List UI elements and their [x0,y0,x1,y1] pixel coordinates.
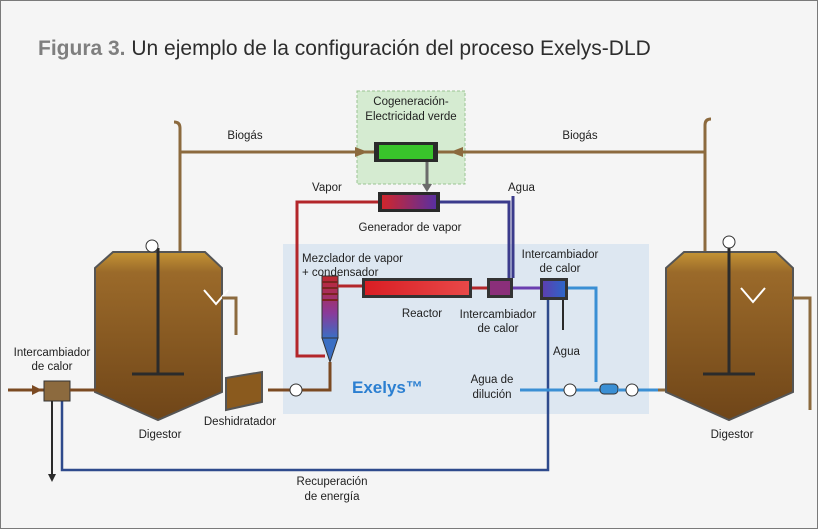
feed-valve-right [625,383,639,397]
hx-left-label-1: Intercambiador [14,347,91,359]
reactor-core [365,281,469,295]
hx-right-label-2: de calor [540,263,581,275]
digestor-left-label: Digestor [139,429,182,441]
gauge-left [145,239,159,253]
hx-right-outlet-pipe [568,286,598,382]
hx-center-core [490,281,510,295]
dilution-valve [563,383,577,397]
dewaterer [225,370,263,412]
sludge-valve [289,383,303,397]
exelys-label: Exelys™ [352,378,423,397]
recovery-label-2: de energía [305,491,361,503]
dewaterer-label: Deshidratador [204,416,276,428]
water-loop-pipe [440,200,511,278]
steam-generator-label: Generador de vapor [359,222,462,234]
mixer-coils [322,281,338,301]
raw-feed-arrow [32,385,42,395]
biogas-label-right: Biogás [562,130,597,142]
exelys-zone [283,244,649,414]
figure-title: Figura 3. Un ejemplo de la configuración… [38,37,651,61]
mixer-column [321,275,339,339]
energy-recovery-pipe [60,300,550,472]
hx-right-core [543,281,565,297]
hx-center-label-2: de calor [478,323,519,335]
gauge-right [722,235,736,249]
agua-right-label: Agua [553,346,580,358]
biogas-pipes [173,117,712,268]
digestor-left [94,239,229,422]
biogas-arrow-right [450,147,463,157]
sludge-to-mixer-pipe [268,362,332,392]
mixer-label-2: + condensador [302,267,379,279]
figure-caption: Un ejemplo de la configuración del proce… [131,37,651,60]
steam-generator-core [382,195,436,209]
hx-left [43,380,71,402]
cogeneration-core [379,145,433,159]
reactor-label: Reactor [402,308,442,320]
mixer-label-1: Mezclador de vapor [302,253,403,265]
recovery-label-1: Recuperación [297,476,368,488]
hx-right-label-1: Intercambiador [522,249,599,261]
digestor-right [665,235,794,422]
biogas-arrow-left [355,147,368,157]
vapor-label: Vapor [312,182,342,194]
drain-arrow-left [48,474,56,482]
biogas-label-left: Biogás [227,130,262,142]
digestor-right-outlet [793,296,812,410]
cogeneration-label-2: Electricidad verde [365,111,456,123]
dilution-label-2: dilución [473,389,512,401]
digestor-left-outlet [222,296,238,335]
figure-label: Figura 3. [38,37,126,60]
agua-top-label: Agua [508,182,535,194]
dilution-mixer [599,383,619,395]
vapor-pipe [295,200,378,358]
mixer-cone [321,337,339,364]
hx-left-label-2: de calor [32,361,73,373]
cogeneration-label-1: Cogeneración- [373,96,449,108]
steam-arrow [422,184,432,192]
cogeneration-zone [356,90,466,185]
digestor-right-label: Digestor [711,429,754,441]
dilution-label-1: Agua de [471,374,514,386]
hx-center-label-1: Intercambiador [460,309,537,321]
